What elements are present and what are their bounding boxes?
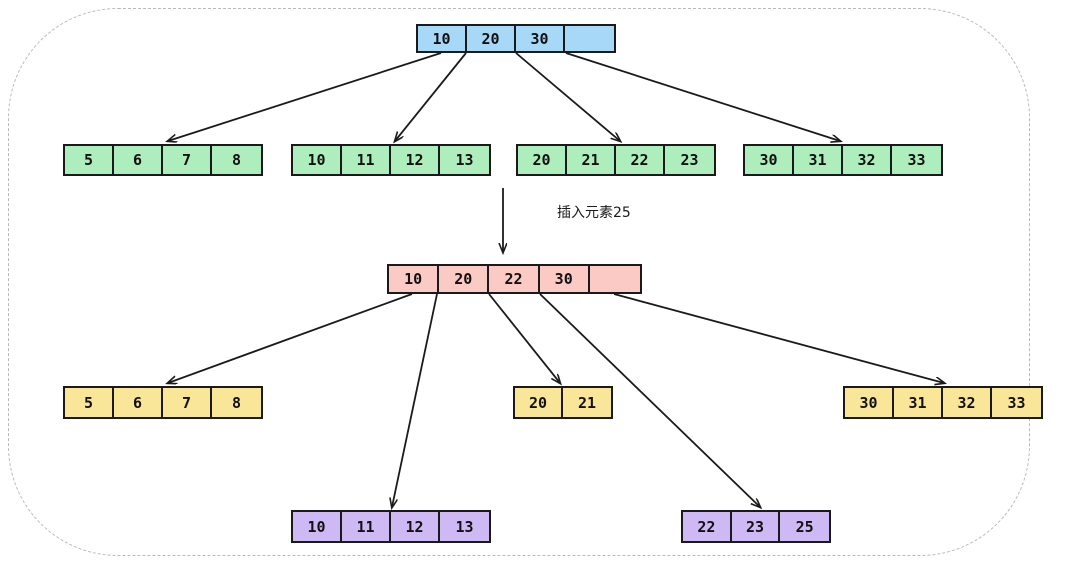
root-node-before-cell-3 [565, 26, 615, 51]
diagram-frame-border [8, 8, 1030, 556]
leaf-before-4-cell-2: 32 [843, 146, 893, 174]
root-node-after-cell-3: 30 [539, 266, 590, 292]
leaf-before-1-cell-3: 8 [212, 146, 262, 174]
leaf-after-3-cell-0: 30 [845, 388, 895, 417]
root-node-after-cell-2: 22 [489, 266, 540, 292]
leaf-after-4-cell-2: 12 [391, 512, 441, 541]
root-node-after-cell-4 [589, 266, 640, 292]
leaf-before-4-cell-1: 31 [794, 146, 844, 174]
leaf-after-2-cell-0: 20 [515, 388, 564, 417]
root-node-before-cell-1: 20 [467, 26, 517, 51]
leaf-after-2-cell-1: 21 [563, 388, 611, 417]
leaf-before-4-cell-3: 33 [892, 146, 942, 174]
leaf-after-5-cell-1: 23 [731, 512, 781, 541]
leaf-before-1-cell-0: 5 [65, 146, 115, 174]
root-node-after-cell-1: 20 [439, 266, 490, 292]
leaf-after-3-cell-2: 32 [943, 388, 993, 417]
leaf-after-1-cell-2: 7 [163, 388, 213, 417]
leaf-after-3-cell-3: 33 [992, 388, 1042, 417]
leaf-after-1-cell-1: 6 [114, 388, 164, 417]
leaf-before-4-cell-0: 30 [745, 146, 795, 174]
leaf-before-3-cell-2: 22 [616, 146, 666, 174]
root-node-before-cell-0: 10 [418, 26, 468, 51]
leaf-before-2-cell-0: 10 [293, 146, 343, 174]
leaf-before-2-cell-2: 12 [391, 146, 441, 174]
leaf-before-2-cell-1: 11 [342, 146, 392, 174]
leaf-before-1-cell-1: 6 [114, 146, 164, 174]
insert-element-caption: 插入元素25 [557, 205, 631, 221]
leaf-before-2-cell-3: 13 [440, 146, 490, 174]
leaf-after-3-cell-1: 31 [894, 388, 944, 417]
leaf-before-1-cell-2: 7 [163, 146, 213, 174]
leaf-after-4-cell-3: 13 [440, 512, 490, 541]
leaf-after-1-cell-0: 5 [65, 388, 115, 417]
leaf-after-5-cell-2: 25 [780, 512, 829, 541]
leaf-after-5-cell-0: 22 [683, 512, 732, 541]
leaf-after-4-cell-0: 10 [293, 512, 343, 541]
leaf-after-1-cell-3: 8 [212, 388, 262, 417]
leaf-before-3-cell-3: 23 [665, 146, 715, 174]
root-node-before-cell-2: 30 [516, 26, 566, 51]
leaf-after-4-cell-1: 11 [342, 512, 392, 541]
leaf-before-3-cell-0: 20 [518, 146, 568, 174]
leaf-before-3-cell-1: 21 [567, 146, 617, 174]
root-node-after-cell-0: 10 [389, 266, 440, 292]
